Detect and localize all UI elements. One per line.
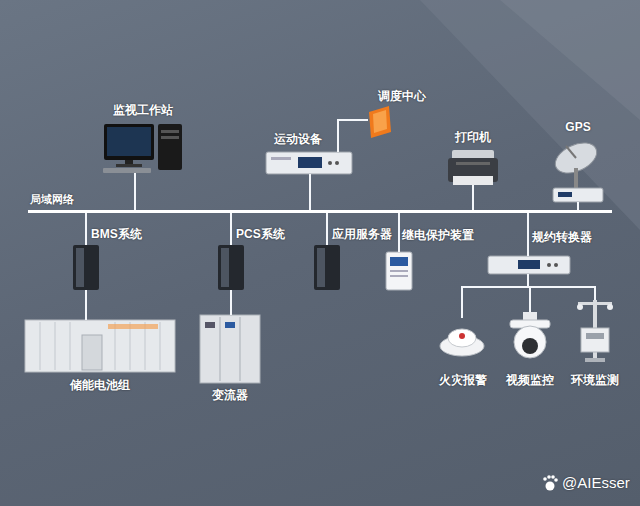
device-label: 规约转换器	[532, 230, 592, 244]
device-label: 火灾报警	[439, 373, 487, 387]
network-link	[527, 213, 529, 256]
network-link	[577, 202, 579, 210]
network-link	[85, 213, 87, 245]
video-camera: 视频监控	[508, 312, 552, 362]
device-label: 储能电池组	[70, 378, 130, 392]
device-label: 继电保护装置	[402, 228, 474, 242]
device-label: 环境监测	[571, 373, 619, 387]
dispatch-centre: 调度中心	[368, 106, 392, 138]
printer: 打印机	[448, 150, 498, 185]
device-label: GPS	[565, 120, 590, 134]
application-server: 应用服务器	[314, 245, 340, 290]
telecontrol-unit: 运动设备	[266, 152, 352, 174]
device-label: 视频监控	[506, 373, 554, 387]
device-label: 局域网络	[30, 192, 74, 206]
watermark: @AIEsser	[562, 474, 630, 492]
network-link	[134, 173, 136, 210]
network-link	[326, 213, 328, 245]
device-label: 运动设备	[274, 132, 322, 146]
bms-server: BMS系统	[73, 245, 99, 290]
network-link	[230, 290, 232, 315]
device-label: BMS系统	[91, 227, 142, 241]
pcs-server: PCS系统	[218, 245, 244, 290]
battery-bank: 储能电池组	[25, 320, 175, 372]
device-label: 监视工作站	[113, 103, 173, 117]
environment-monitor: 环境监测	[573, 300, 617, 362]
workstation: 监视工作站	[103, 123, 183, 173]
network-link	[230, 213, 232, 245]
device-label: 变流器	[212, 388, 248, 402]
device-label: PCS系统	[236, 227, 285, 241]
network-link	[398, 213, 400, 252]
network-link	[472, 185, 474, 210]
lan-bus: 局域网络	[28, 210, 612, 213]
gps-receiver: GPS	[553, 140, 603, 202]
device-label: 应用服务器	[332, 227, 392, 241]
network-link	[338, 120, 368, 152]
network-link	[528, 274, 595, 300]
network-link	[85, 290, 87, 320]
network-link	[462, 274, 528, 318]
network-link	[309, 174, 311, 210]
device-label: 调度中心	[378, 89, 426, 103]
inverter: 变流器	[200, 315, 260, 383]
relay-protection: 继电保护装置	[386, 252, 412, 290]
protocol-converter: 规约转换器	[488, 256, 570, 274]
device-label: 打印机	[455, 130, 491, 144]
fire-alarm: 火灾报警	[440, 318, 485, 358]
